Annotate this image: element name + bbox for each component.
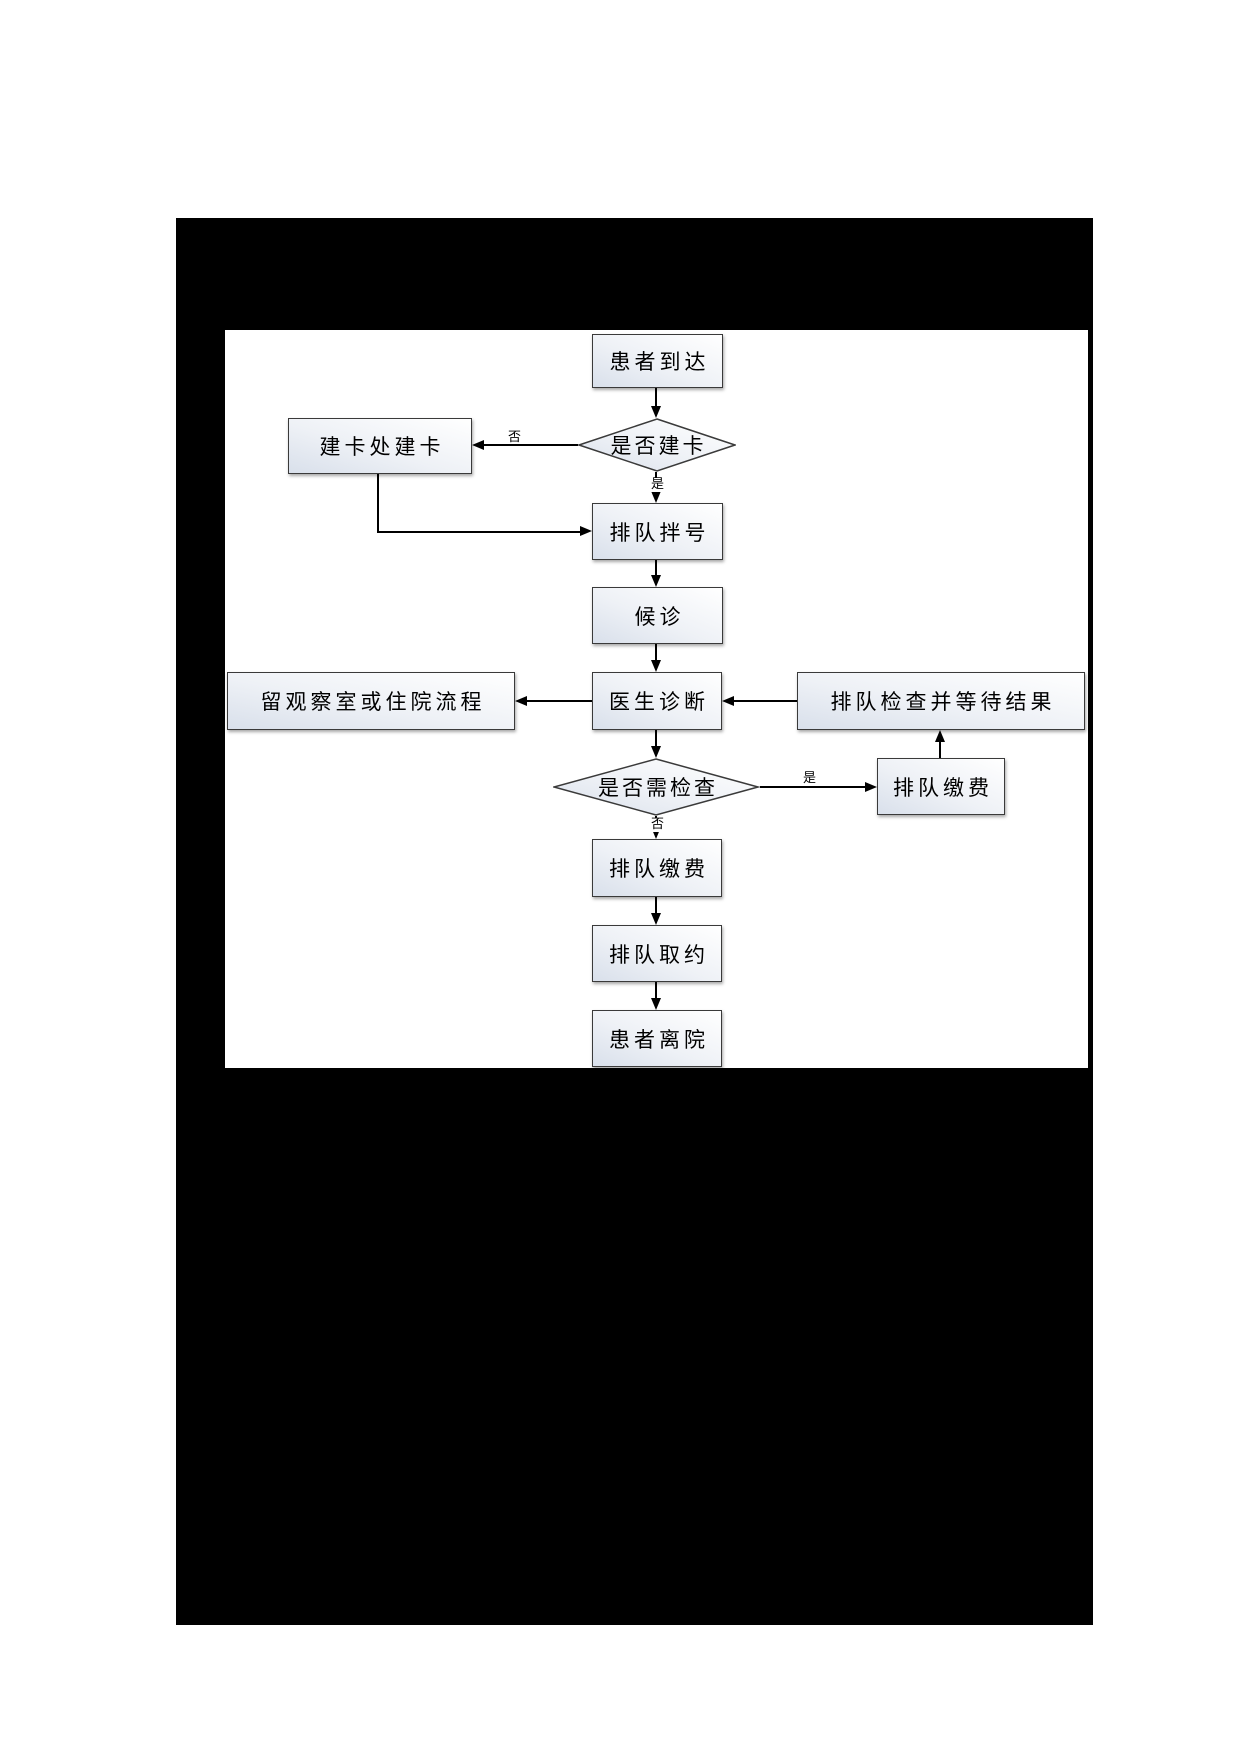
arrowhead-down-icon xyxy=(651,827,661,839)
arrowhead-down-icon xyxy=(651,746,661,758)
decision-need-exam-label: 是否需检查 xyxy=(598,776,718,800)
edge-diagnose-to-needexam xyxy=(655,730,657,747)
edge-register-to-wait xyxy=(655,560,657,576)
arrowhead-right-icon xyxy=(580,526,592,536)
arrowhead-left-icon xyxy=(515,696,527,706)
arrowhead-down-icon xyxy=(651,575,661,587)
edge-examwait-to-diagnose xyxy=(734,700,797,702)
arrowhead-down-icon xyxy=(651,998,661,1010)
node-wait-for-consultation: 候诊 xyxy=(592,587,723,644)
edge-hascard-to-makecard xyxy=(483,444,578,446)
node-queue-pay-exam: 排队缴费 xyxy=(877,758,1005,815)
edge-wait-to-diagnose xyxy=(655,644,657,661)
node-queue-get-medicine: 排队取约 xyxy=(592,925,722,982)
node-queue-exam-wait-result: 排队检查并等待结果 xyxy=(797,672,1085,730)
edge-payexam-to-examwait xyxy=(939,742,941,758)
decision-has-card-shape xyxy=(578,418,736,472)
black-slide-area: 患者到达 是否建卡 建卡处建卡 排队拌号 候诊 医生诊断 留观察室或住院流程 排… xyxy=(176,218,1093,1625)
edge-diagnose-to-observe xyxy=(527,700,592,702)
arrowhead-left-icon xyxy=(472,440,484,450)
arrowhead-left-icon xyxy=(722,696,734,706)
edge-getmed-to-leave xyxy=(655,982,657,999)
edge-label-yes-exam: 是 xyxy=(803,771,817,786)
arrowhead-up-icon xyxy=(935,730,945,742)
edge-makecard-elbow-horizontal xyxy=(377,531,581,533)
decision-need-exam-shape xyxy=(553,758,760,816)
edge-makecard-elbow-vertical xyxy=(377,474,379,533)
decision-has-card-label: 是否建卡 xyxy=(610,434,707,458)
arrowhead-down-icon xyxy=(651,406,661,418)
arrowhead-down-icon xyxy=(651,913,661,925)
node-queue-register: 排队拌号 xyxy=(592,503,723,560)
edge-pay-to-getmed xyxy=(655,897,657,914)
node-doctor-diagnosis: 医生诊断 xyxy=(592,672,722,730)
node-patient-leaves: 患者离院 xyxy=(592,1010,722,1067)
node-queue-pay: 排队缴费 xyxy=(592,839,722,897)
edge-label-no-exam: 否 xyxy=(650,817,666,832)
edge-arrive-to-hascard xyxy=(655,388,657,408)
edge-label-yes-card: 是 xyxy=(650,477,666,492)
node-patient-arrives: 患者到达 xyxy=(592,334,723,388)
node-observation-or-admission: 留观察室或住院流程 xyxy=(227,672,515,730)
arrowhead-down-icon xyxy=(651,660,661,672)
flowchart-canvas: 患者到达 是否建卡 建卡处建卡 排队拌号 候诊 医生诊断 留观察室或住院流程 排… xyxy=(225,330,1088,1068)
edge-label-no-card: 否 xyxy=(508,430,522,445)
edge-needexam-to-payexam xyxy=(760,786,866,788)
arrowhead-right-icon xyxy=(865,782,877,792)
node-make-card: 建卡处建卡 xyxy=(288,418,472,474)
arrowhead-down-icon xyxy=(651,491,661,503)
